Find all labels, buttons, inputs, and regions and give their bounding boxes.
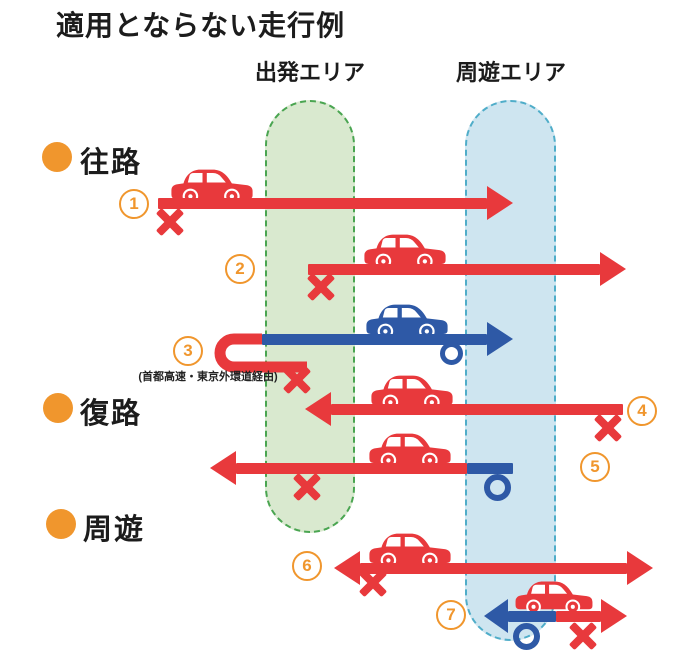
example7-arrowhead-right-icon bbox=[601, 599, 627, 633]
tour-zone-label: 周遊エリア bbox=[455, 60, 566, 85]
example2-arrowhead-right-icon bbox=[600, 252, 626, 286]
example3-cross-mark-icon bbox=[283, 366, 311, 394]
example3-route-note: (首都高速・東京外環道経由) bbox=[138, 371, 278, 383]
return-bullet-icon bbox=[43, 393, 73, 423]
outbound-bullet-icon bbox=[42, 142, 72, 172]
example1-number-badge: 1 bbox=[119, 189, 149, 219]
example7-circle-mark-icon bbox=[513, 623, 540, 650]
return-section-label: 復路 bbox=[80, 398, 143, 430]
example4-arrowhead-left-icon bbox=[305, 392, 331, 426]
example7-arrow-shaft-red bbox=[556, 611, 601, 622]
example7-number-badge: 7 bbox=[436, 600, 466, 630]
example7-cross-mark-icon bbox=[569, 622, 597, 650]
example1-arrowhead-right-icon bbox=[487, 186, 513, 220]
example3-number-badge: 3 bbox=[173, 336, 203, 366]
departure-zone bbox=[265, 100, 355, 533]
example3-arrowhead-right-icon bbox=[487, 322, 513, 356]
round-trip-bullet-icon bbox=[46, 509, 76, 539]
example7-car-icon bbox=[511, 579, 597, 615]
example2-number-badge: 2 bbox=[225, 254, 255, 284]
example6-arrowhead-right-icon bbox=[627, 551, 653, 585]
example6-number-badge: 6 bbox=[292, 551, 322, 581]
example7-arrow-shaft-blue bbox=[508, 611, 556, 622]
example6-cross-mark-icon bbox=[359, 569, 387, 597]
example6-arrowhead-left-icon bbox=[334, 551, 360, 585]
example5-cross-mark-icon bbox=[293, 473, 321, 501]
tour-zone bbox=[465, 100, 556, 641]
example4-cross-mark-icon bbox=[594, 414, 622, 442]
example7-arrowhead-left-icon bbox=[484, 599, 508, 633]
page-title: 適用とならない走行例 bbox=[56, 10, 346, 41]
example3-circle-mark-icon bbox=[440, 342, 463, 365]
example5-arrow-shaft-red bbox=[236, 463, 467, 474]
example2-arrow-shaft bbox=[308, 264, 600, 275]
example3-arrow-shaft bbox=[262, 334, 487, 345]
example5-number-badge: 5 bbox=[580, 452, 610, 482]
example6-arrow-shaft bbox=[360, 563, 627, 574]
outbound-section-label: 往路 bbox=[80, 147, 143, 179]
example1-cross-mark-icon bbox=[156, 208, 184, 236]
example4-arrow-shaft bbox=[331, 404, 623, 415]
example4-number-badge: 4 bbox=[627, 396, 657, 426]
departure-zone-label: 出発エリア bbox=[254, 60, 365, 85]
example1-arrow-shaft bbox=[158, 198, 487, 209]
round-trip-section-label: 周遊 bbox=[83, 514, 146, 546]
example3-uturn-icon bbox=[214, 333, 307, 373]
example2-cross-mark-icon bbox=[307, 273, 335, 301]
example5-circle-mark-icon bbox=[484, 474, 511, 501]
example5-arrowhead-left-icon bbox=[210, 451, 236, 485]
example5-arrow-shaft-blue bbox=[467, 463, 513, 474]
